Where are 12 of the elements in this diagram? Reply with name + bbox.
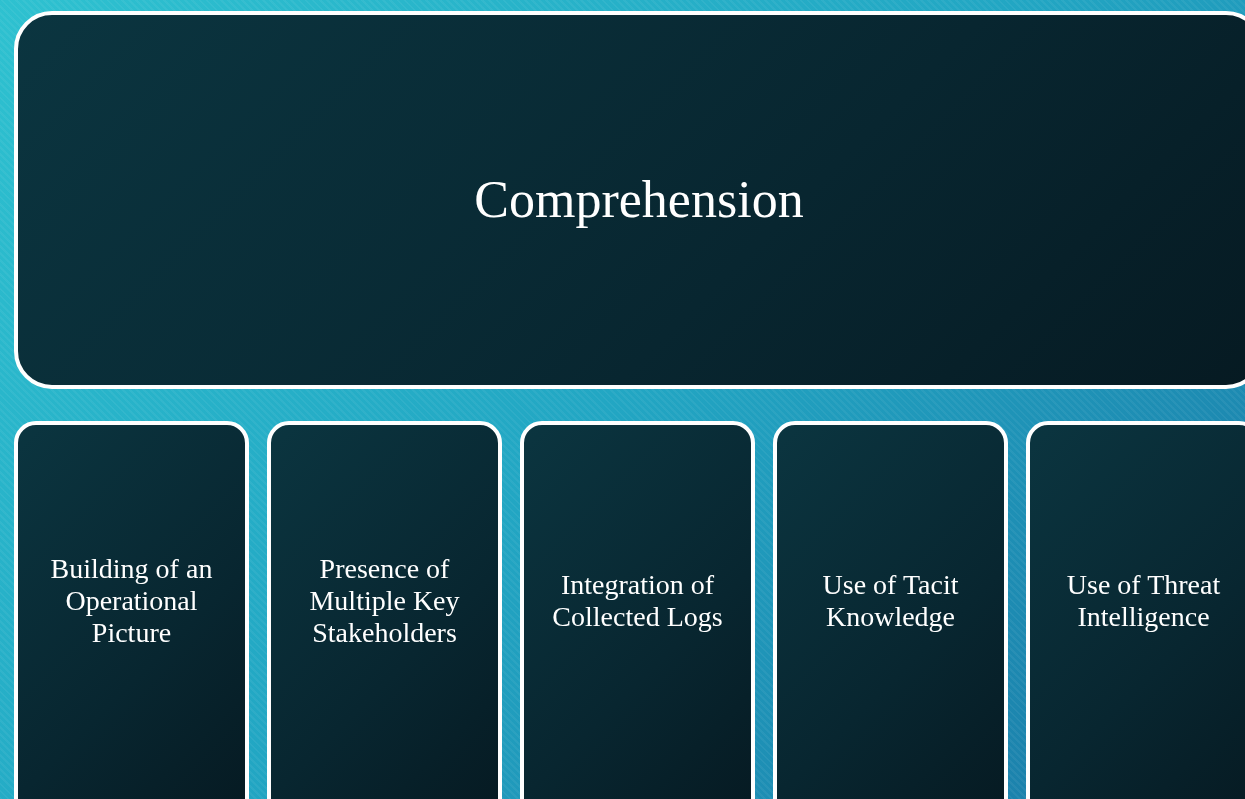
category-label: Presence of Multiple Key Stakeholders [308,552,461,650]
category-box [773,421,1008,799]
heading-box [14,11,1245,389]
category-label: Integration of Collected Logs [551,568,724,634]
category-box [1026,421,1245,799]
category-label: Building of an Operational Picture [49,552,214,650]
category-box [267,421,502,799]
heading-text: Comprehension [474,170,804,230]
category-label: Use of Tacit Knowledge [821,568,960,634]
category-box [520,421,755,799]
category-label: Use of Threat Intelligence [1065,568,1222,634]
category-box [14,421,249,799]
